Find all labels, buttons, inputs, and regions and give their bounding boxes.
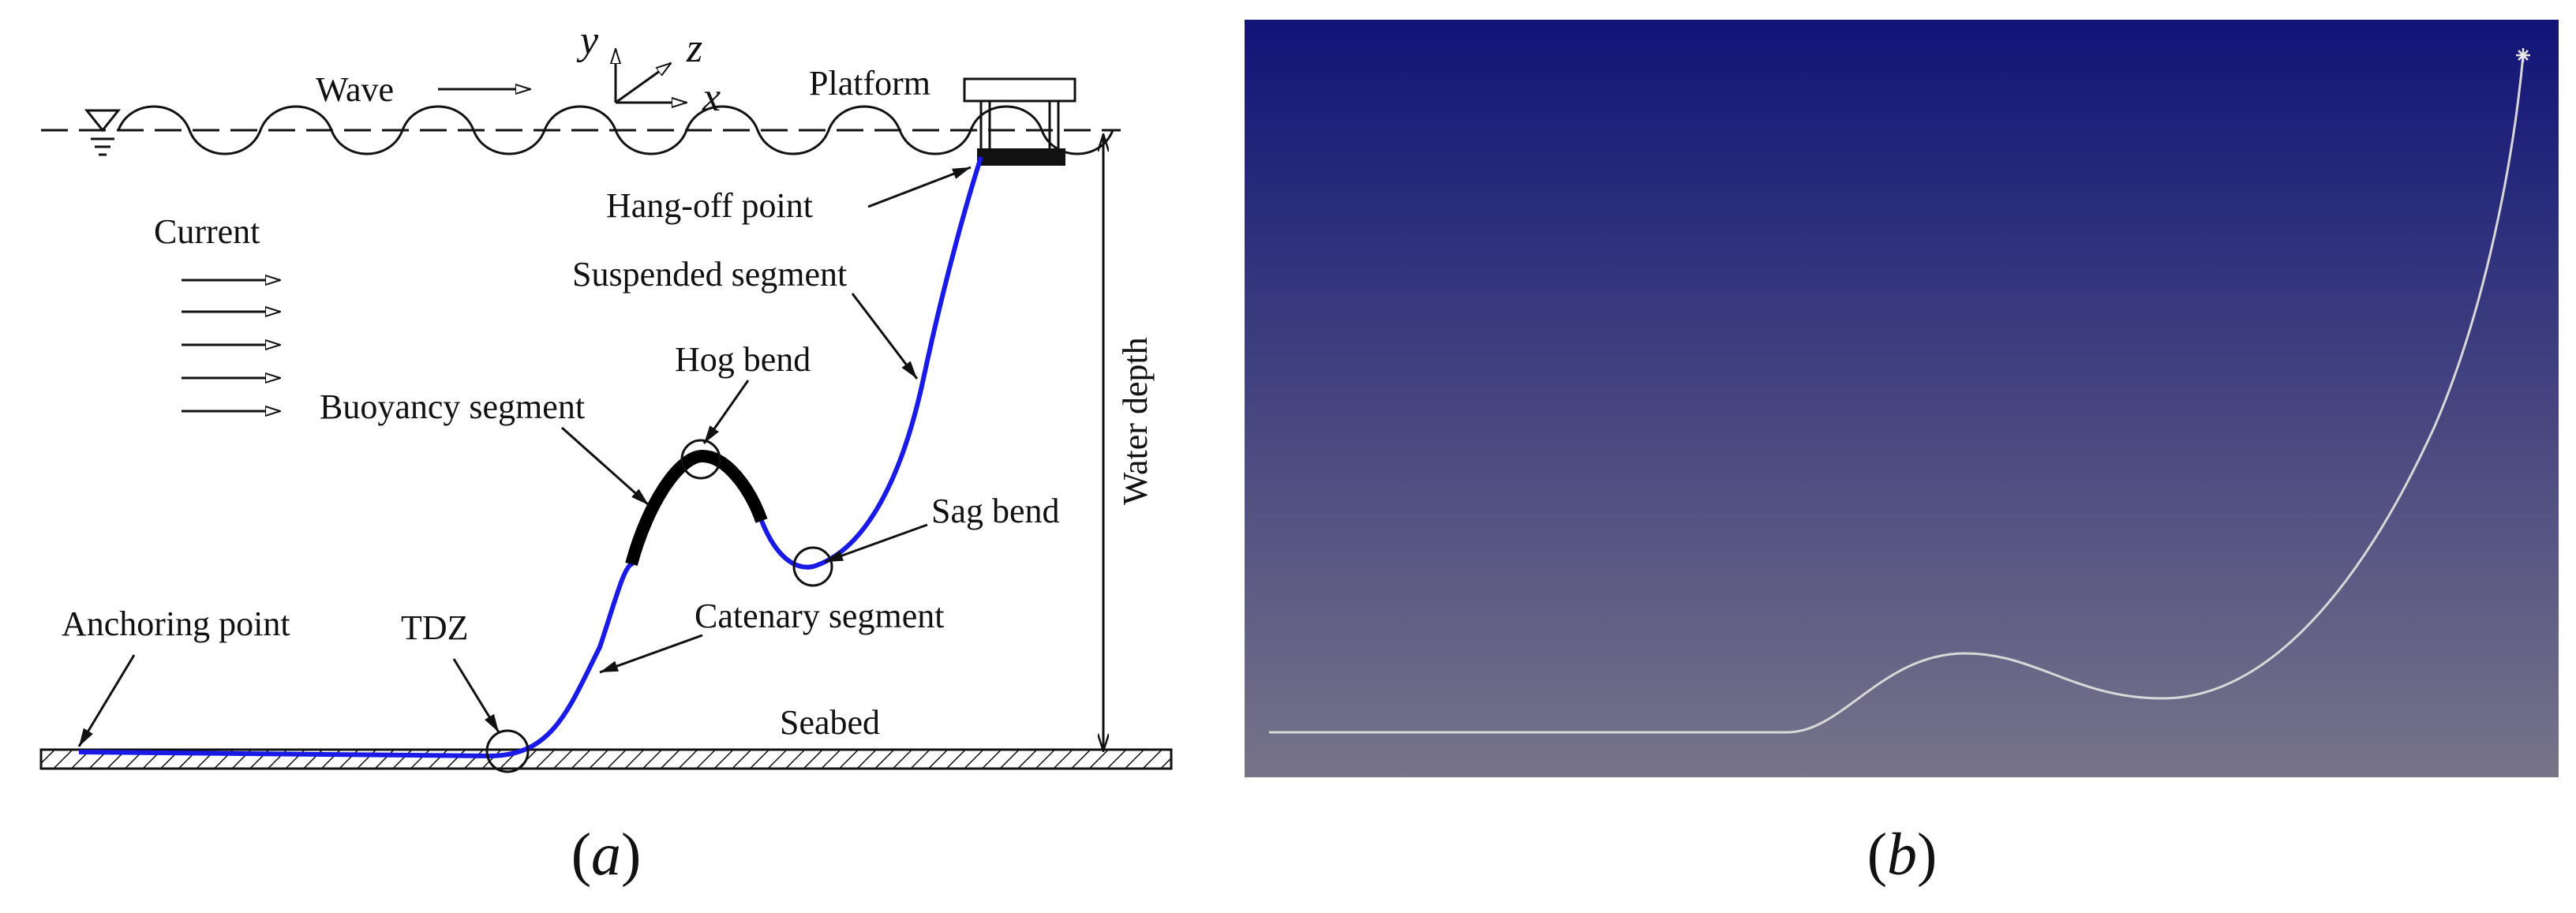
coordinate-axes: y z x <box>576 18 721 120</box>
hang-off-marker <box>2516 48 2530 62</box>
panel-b-caption: (b) <box>1867 821 1938 888</box>
hang-off-point-label: Hang-off point <box>606 186 813 225</box>
tdz-label: TDZ <box>401 608 469 647</box>
x-axis-label: x <box>702 75 721 120</box>
panel-b: (b) <box>1245 20 2559 888</box>
suspended-segment-label: Suspended segment <box>572 255 847 294</box>
buoyancy-segment-label: Buoyancy segment <box>320 387 585 426</box>
panel-a: Wave y z x Platform Water depth Current <box>39 18 1173 888</box>
sag-bend-leader <box>824 523 928 563</box>
current-label: Current <box>154 212 260 251</box>
anchoring-point-label: Anchoring point <box>62 604 290 643</box>
buoyancy-segment-leader <box>561 426 650 507</box>
z-axis-label: z <box>686 26 702 71</box>
simulation-viewport <box>1245 20 2559 777</box>
hog-bend-label: Hog bend <box>675 340 811 379</box>
wave-curve <box>117 105 1114 155</box>
hang-off-pontoon <box>977 148 1065 166</box>
seabed-label: Seabed <box>780 703 880 742</box>
platform <box>963 77 1076 166</box>
catenary-segment-leader <box>599 634 703 674</box>
suspended-segment-leader <box>851 293 919 380</box>
waterline-symbol <box>84 109 122 156</box>
water-depth-label: Water depth <box>1116 337 1155 505</box>
hog-bend-marker <box>680 439 721 480</box>
wave-label: Wave <box>316 70 394 109</box>
panel-a-caption: (a) <box>571 821 642 888</box>
sag-bend-marker <box>792 546 833 587</box>
hog-bend-leader <box>702 380 750 444</box>
hang-off-point-leader <box>867 166 972 208</box>
buoyancy-segment <box>625 449 768 567</box>
sag-bend-label: Sag bend <box>931 492 1060 530</box>
simulated-riser-curve <box>1269 54 2525 734</box>
platform-label: Platform <box>809 64 930 103</box>
tdz-leader <box>452 658 500 733</box>
tdz-marker <box>485 729 530 773</box>
anchoring-point-leader <box>77 654 136 747</box>
catenary-segment-label: Catenary segment <box>695 597 944 635</box>
y-axis-label: y <box>576 18 599 63</box>
current-arrows <box>182 280 280 411</box>
